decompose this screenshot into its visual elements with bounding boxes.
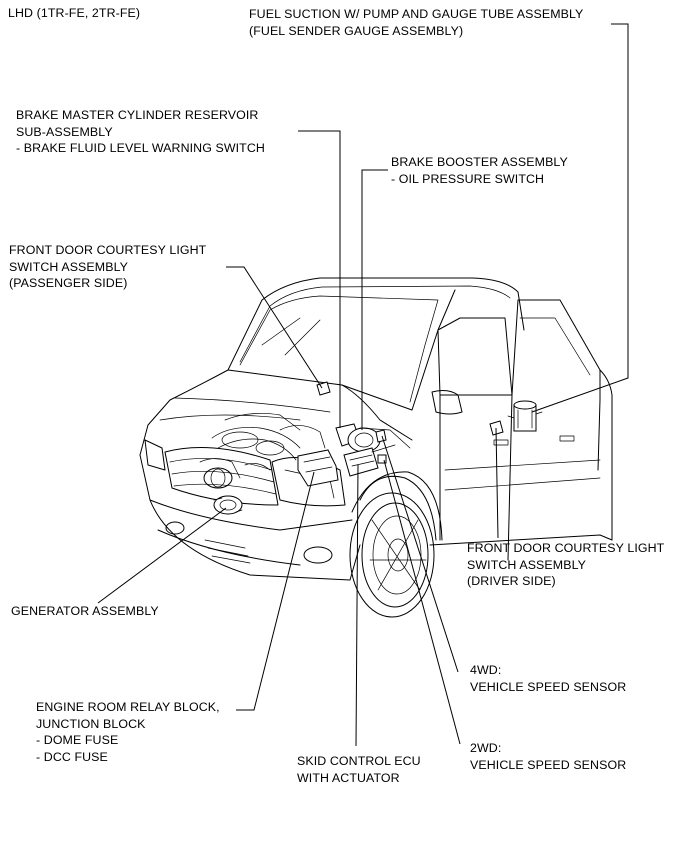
engine-bay: [199, 413, 326, 515]
callout-speed-sensor-4wd: 4WD: VEHICLE SPEED SENSOR: [470, 663, 627, 694]
brake-booster-part: [347, 427, 381, 453]
vehicle-body: [139, 277, 613, 618]
generator-assembly: [213, 495, 243, 515]
callout-brake-master: BRAKE MASTER CYLINDER RESERVOIR SUB-ASSE…: [16, 108, 265, 155]
callout-brake-booster: BRAKE BOOSTER ASSEMBLY - OIL PRESSURE SW…: [391, 155, 568, 186]
callout-generator: GENERATOR ASSEMBLY: [11, 604, 159, 618]
diagram-header: LHD (1TR-FE, 2TR-FE): [8, 6, 141, 20]
callout-fuel-sender: FUEL SUCTION W/ PUMP AND GAUGE TUBE ASSE…: [249, 7, 584, 38]
callout-door-switch-driver: FRONT DOOR COURTESY LIGHT SWITCH ASSEMBL…: [467, 541, 665, 588]
leader-lines: [97, 23, 629, 747]
skid-control-ecu-part: [343, 447, 379, 477]
callout-skid-control-ecu: SKID CONTROL ECU WITH ACTUATOR: [297, 754, 421, 785]
fuel-sender-part: [507, 400, 543, 432]
speed-sensor-4wd-part: [375, 429, 387, 443]
callout-relay-block: ENGINE ROOM RELAY BLOCK, JUNCTION BLOCK …: [36, 700, 220, 764]
callout-speed-sensor-2wd: 2WD: VEHICLE SPEED SENSOR: [470, 741, 627, 772]
speed-sensor-2wd-part: [377, 454, 387, 464]
components: [297, 381, 543, 487]
callout-door-switch-passenger: FRONT DOOR COURTESY LIGHT SWITCH ASSEMBL…: [9, 243, 207, 290]
relay-block-part: [297, 449, 339, 487]
